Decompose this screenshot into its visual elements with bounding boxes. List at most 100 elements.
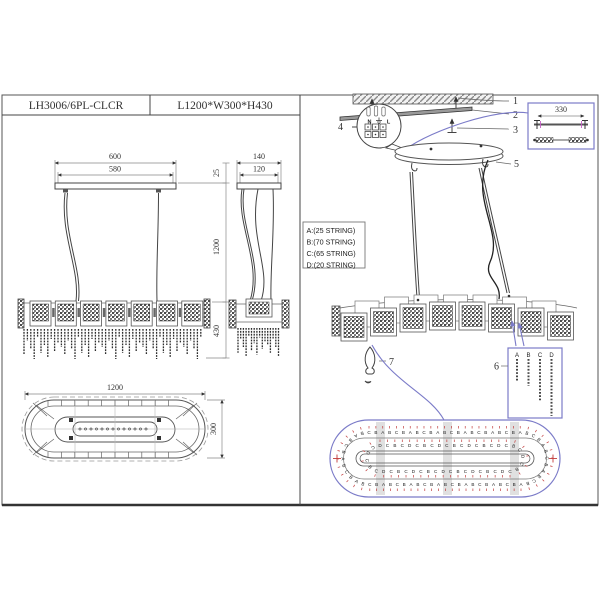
string-a-label: A [515, 353, 519, 359]
front-canopy [54, 182, 177, 193]
terminal-dot [382, 133, 384, 136]
canopy-perspective [394, 142, 512, 172]
crystal-panel-texture [550, 315, 571, 337]
crystal-panel-texture [158, 303, 176, 322]
string-position-letter: D [438, 443, 442, 448]
earth-icon [376, 117, 382, 124]
terminal-dot [374, 126, 377, 128]
string-position-letter: C [422, 430, 426, 435]
bracket-detail-box [527, 102, 595, 150]
bead-dot [100, 427, 104, 431]
string-position-letter: B [525, 431, 529, 437]
top-view: 1200 300 [21, 383, 225, 462]
string-position-letter: B [348, 475, 354, 481]
suspension-cables [409, 159, 510, 300]
string-position-letter: A [382, 482, 386, 487]
string-position-letter: B [389, 482, 392, 487]
legend-line-c: C:(65 STRING) [307, 249, 356, 258]
string-position-letter: B [348, 437, 354, 443]
string-position-letter: D [408, 443, 412, 448]
string-position-tick [362, 450, 366, 452]
string-position-letter: B [536, 437, 542, 443]
string-position-letter: B [393, 443, 396, 448]
string-position-letter: B [388, 430, 391, 435]
part-label-3: 3 [513, 125, 518, 136]
string-position-letter: B [453, 443, 456, 448]
string-position-tick [360, 427, 362, 430]
side-dim-lines [236, 160, 282, 183]
string-position-letter: B [498, 430, 501, 435]
string-position-letter: D [378, 443, 382, 448]
panel-connector [102, 308, 106, 317]
bead-dot [133, 427, 137, 431]
string-position-letter: C [506, 482, 510, 487]
model-number: LH3006/6PL-CLCR [29, 100, 124, 112]
page-frame [1, 94, 599, 507]
crystal-panel-texture [432, 305, 453, 327]
string-position-letter: B [361, 481, 365, 487]
string-b-label: B [526, 353, 530, 359]
string-position-tick [352, 430, 355, 433]
string-position-tick [542, 479, 545, 482]
string-position-letter: B [512, 430, 515, 435]
front-dim-lines [54, 160, 230, 359]
terminal-l-label: L [387, 120, 391, 126]
string-position-letter: B [513, 482, 516, 487]
crystal-panel-texture [491, 307, 512, 329]
legend-line-a: A:(25 STRING) [307, 226, 356, 235]
front-dim-canopy: 25 [212, 169, 221, 177]
side-dim-overall: 140 [253, 152, 265, 161]
string-position-letter: B [416, 430, 419, 435]
string-position-letter: B [403, 482, 406, 487]
string-position-letter: B [416, 482, 419, 487]
string-position-letter: D [382, 469, 386, 474]
ceiling-hatch [352, 93, 494, 105]
string-position-letter: B [397, 469, 400, 474]
string-position-letter: A [354, 478, 360, 484]
string-position-letter: B [375, 482, 378, 487]
string-position-tick [361, 487, 363, 491]
string-position-letter: B [374, 430, 377, 435]
front-body [17, 298, 211, 359]
string-position-letter: C [395, 430, 399, 435]
string-position-letter: B [485, 482, 488, 487]
legend-line-b: B:(70 STRING) [307, 238, 356, 247]
string-position-letter: D [467, 443, 471, 448]
front-view: 600 580 25 1200 430 [17, 152, 230, 359]
bead-dot [117, 427, 120, 431]
string-position-letter: B [443, 430, 446, 435]
side-body [228, 298, 290, 357]
bead-dot [122, 427, 126, 431]
crystal-panel-texture [184, 303, 201, 322]
string-d-label: D [549, 353, 554, 359]
string-position-tick [535, 484, 538, 487]
string-position-letter: C [490, 443, 494, 448]
terminal-dot [367, 133, 369, 136]
string-position-letter: A [352, 433, 358, 439]
string-position-letter: D [412, 469, 416, 474]
bead-dot [106, 427, 109, 431]
side-canopy [236, 182, 282, 190]
title-table: LH3006/6PL-CLCR L1200*W300*H430 [29, 100, 273, 112]
string-position-tick [546, 441, 549, 444]
part-label-4: 4 [338, 122, 343, 133]
string-position-letter: A [492, 482, 496, 487]
crystal-panel-texture [402, 307, 424, 329]
bead-dot [128, 427, 131, 431]
oval-end-cross-marks [333, 454, 557, 463]
crystal-panel-texture [373, 311, 394, 333]
bead-dot [144, 427, 148, 431]
string-position-letter: B [537, 474, 543, 480]
string-position-letter: B [511, 443, 515, 449]
bead-dot [84, 427, 87, 431]
string-position-tick [374, 474, 376, 477]
string-position-tick [514, 440, 516, 443]
panel-connector [178, 308, 182, 317]
string-position-tick [340, 442, 344, 445]
string-position-letter: B [458, 482, 461, 487]
string-position-letter: C [505, 443, 509, 448]
terminal-n-label: N [368, 120, 372, 126]
string-position-tick [353, 484, 355, 488]
string-position-letter: B [471, 482, 474, 487]
